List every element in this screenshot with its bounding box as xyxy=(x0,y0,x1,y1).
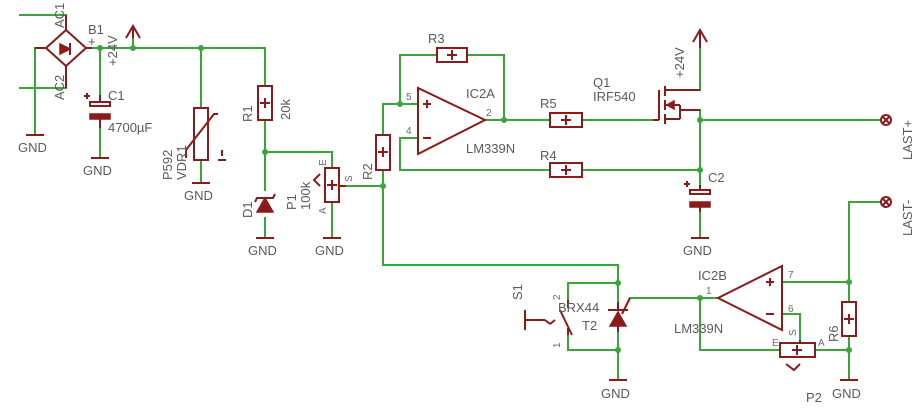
label-ic2b: IC2B xyxy=(698,268,727,283)
gnd-label: GND xyxy=(601,386,630,401)
gnd-label: GND xyxy=(315,243,344,258)
label-d1: D1 xyxy=(240,201,255,218)
label-lm339n-a: LM339N xyxy=(466,141,515,156)
label-ac2: AC2 xyxy=(52,75,67,100)
pin-7: 7 xyxy=(788,270,794,281)
label-plus24v-top: +24V xyxy=(672,47,687,78)
pin-1: 1 xyxy=(552,342,563,348)
pin-2: 2 xyxy=(552,294,563,300)
bridge-rectifier-b1 xyxy=(35,15,92,88)
resistor-r6 xyxy=(841,301,857,337)
label-p2-s: S xyxy=(788,329,799,336)
label-brx44: BRX44 xyxy=(558,300,599,315)
potentiometer-p1 xyxy=(312,167,346,203)
gnd-label: GND xyxy=(184,188,213,203)
label-ac1: AC1 xyxy=(52,3,67,28)
resistor-r2 xyxy=(375,134,391,171)
gnd-label: GND xyxy=(832,386,861,401)
zener-diode-d1 xyxy=(254,193,276,213)
resistor-r1 xyxy=(257,85,273,121)
supply-arrow-icon xyxy=(125,24,141,39)
terminal-last-plus xyxy=(880,114,892,126)
capacitor-c2 xyxy=(684,181,711,212)
label-r5: R5 xyxy=(540,96,557,111)
label-c1-value: 4700µF xyxy=(108,120,152,135)
pin-5: 5 xyxy=(406,92,412,103)
capacitor-c1 xyxy=(84,93,111,128)
label-r1-value: 20k xyxy=(278,99,293,120)
label-p2-e: E xyxy=(772,338,779,349)
ground-icon xyxy=(26,134,858,381)
resistor-r4 xyxy=(549,162,583,178)
label-p2-a: A xyxy=(818,338,825,349)
pin-4: 4 xyxy=(406,126,412,137)
label-p1-s: S xyxy=(344,175,355,182)
label-p2: P2 xyxy=(806,390,822,405)
supply-arrow-icon xyxy=(692,28,708,48)
pin-1: 1 xyxy=(706,286,712,297)
label-b1-plus: + xyxy=(88,34,96,49)
varistor-vdr1 xyxy=(185,107,226,161)
label-p1: P1 xyxy=(284,194,299,210)
label-t2: T2 xyxy=(582,318,597,333)
label-ic2a: IC2A xyxy=(466,86,495,101)
gnd-label: GND xyxy=(18,140,47,155)
resistor-r3 xyxy=(436,47,468,63)
pin-6: 6 xyxy=(788,304,794,315)
gnd-label: GND xyxy=(248,243,277,258)
comparator-ic2a xyxy=(417,86,488,156)
pin-2: 2 xyxy=(486,108,492,119)
wires xyxy=(19,14,881,381)
label-r6: R6 xyxy=(826,325,841,342)
label-irf540: IRF540 xyxy=(593,89,636,104)
junctions xyxy=(97,45,852,353)
label-p592: P592 xyxy=(160,150,175,180)
resistor-r5 xyxy=(549,112,583,128)
label-r1: R1 xyxy=(240,105,255,122)
label-c1: C1 xyxy=(108,88,125,103)
label-r2: R2 xyxy=(360,163,375,180)
label-r3: R3 xyxy=(428,31,445,46)
label-last-plus: LAST+ xyxy=(900,120,915,160)
label-last-minus: LAST- xyxy=(900,200,915,236)
label-s1: S1 xyxy=(510,284,525,300)
mosfet-q1 xyxy=(653,86,700,124)
label-vdr1: VDR1 xyxy=(174,145,189,180)
label-lm339n-b: LM339N xyxy=(674,321,723,336)
label-r4: R4 xyxy=(540,148,557,163)
label-p1-a: A xyxy=(318,207,329,214)
label-b1: B1 xyxy=(88,22,104,37)
label-q1: Q1 xyxy=(593,75,610,90)
label-c2: C2 xyxy=(708,170,725,185)
terminal-last-minus xyxy=(880,196,892,208)
potentiometer-p2 xyxy=(779,340,816,372)
switch-s1 xyxy=(524,300,573,336)
gnd-label: GND xyxy=(683,243,712,258)
label-plus24v-bridge: +24V xyxy=(105,35,120,66)
gnd-label: GND xyxy=(83,163,112,178)
thyristor-t2 xyxy=(608,297,631,332)
label-p1-value: 100k xyxy=(298,181,313,210)
comparator-ic2b xyxy=(715,264,783,332)
label-p1-e: E xyxy=(318,159,329,166)
